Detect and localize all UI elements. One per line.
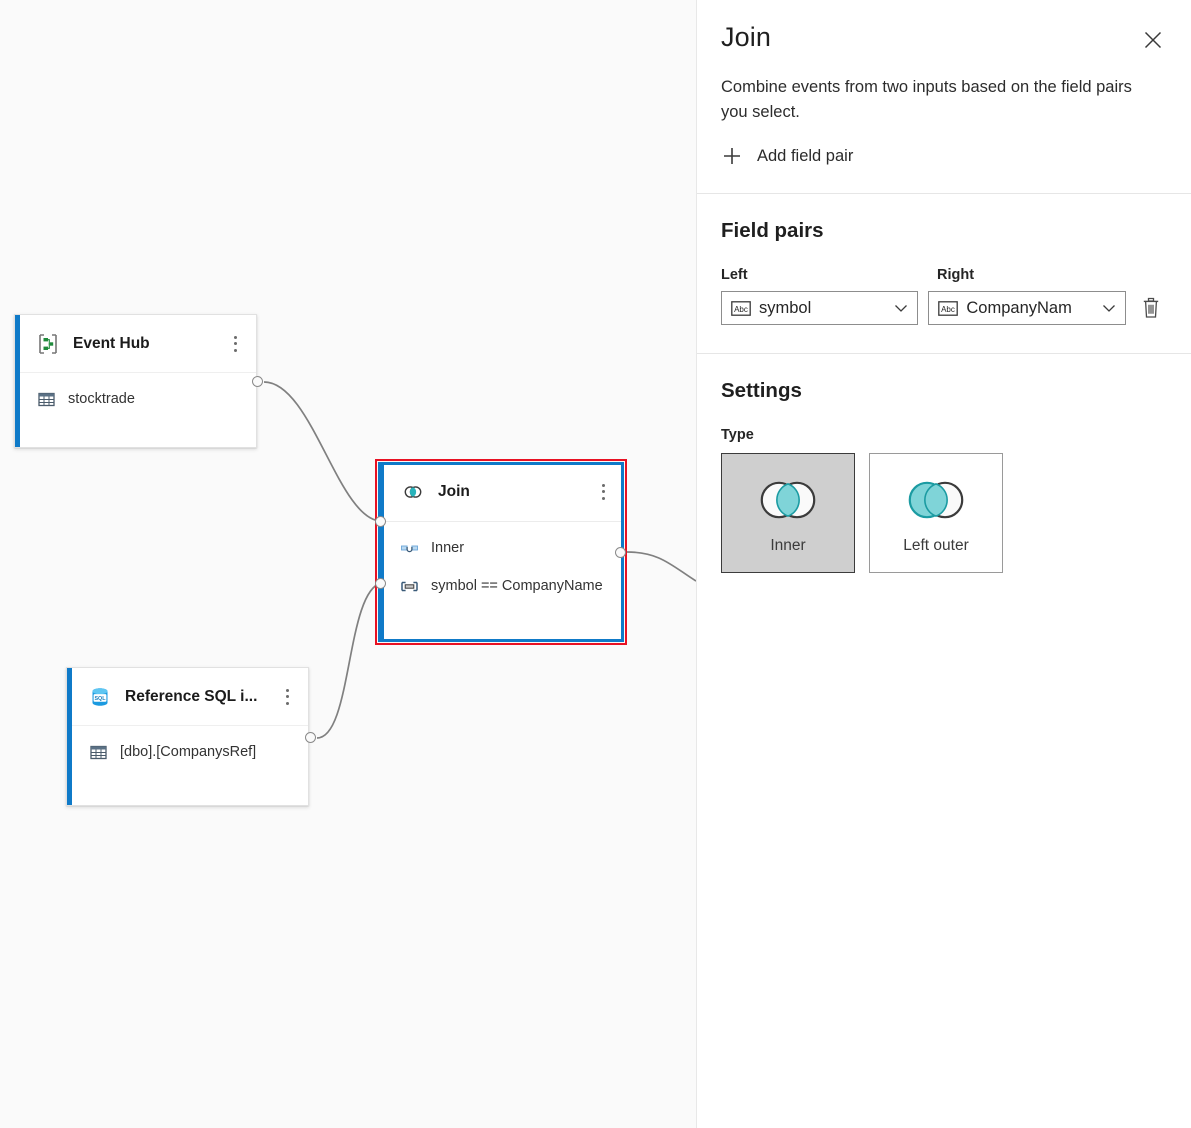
svg-text:Abc: Abc [941, 304, 955, 313]
node-reference-sql[interactable]: SQL Reference SQL i... [dbo].[CompanysRe… [66, 667, 309, 806]
node-title: Event Hub [73, 334, 150, 352]
node-accent-bar [378, 462, 384, 642]
svg-text:SQL: SQL [94, 695, 106, 701]
node-row-label: Inner [431, 540, 465, 556]
add-field-pair-button[interactable]: Add field pair [721, 145, 1167, 171]
node-row: [dbo].[CompanysRef] [67, 733, 308, 771]
node-row-label: [dbo].[CompanysRef] [120, 744, 257, 760]
node-menu-button[interactable] [224, 332, 246, 356]
port-eventhub-output[interactable] [252, 376, 263, 387]
field-pairs-headers: Left Right [721, 267, 1167, 283]
close-button[interactable] [1133, 20, 1173, 60]
node-accent-bar [15, 315, 20, 447]
port-join-input-left[interactable] [375, 516, 386, 527]
node-accent-bar [67, 668, 72, 805]
right-field-dropdown[interactable]: Abc CompanyNam [928, 291, 1126, 325]
node-body: stocktrade [15, 373, 256, 425]
node-header: SQL Reference SQL i... [67, 668, 308, 726]
panel-divider [697, 193, 1191, 194]
node-header: Join [378, 462, 624, 522]
right-field-value: CompanyNam [966, 298, 1072, 317]
panel-title: Join [721, 22, 771, 52]
port-join-input-right[interactable] [375, 578, 386, 589]
node-join[interactable]: Join Inner [378, 462, 624, 642]
field-pairs-title: Field pairs [721, 219, 824, 242]
field-pair-icon [401, 581, 418, 591]
node-row-label: symbol == CompanyName [431, 578, 603, 594]
node-menu-button[interactable] [276, 685, 298, 709]
table-icon [90, 745, 107, 759]
table-icon [38, 392, 55, 406]
node-row: stocktrade [15, 380, 256, 418]
node-menu-button[interactable] [592, 480, 614, 504]
type-option-label: Left outer [903, 537, 969, 554]
pipeline-canvas[interactable]: Event Hub stocktrade [0, 0, 696, 1128]
port-refsql-output[interactable] [305, 732, 316, 743]
venn-inner-icon [760, 481, 816, 519]
plus-icon [724, 148, 740, 164]
node-event-hub[interactable]: Event Hub stocktrade [14, 314, 257, 448]
node-header: Event Hub [15, 315, 256, 373]
type-label: Type [721, 427, 754, 443]
node-join-container[interactable]: Join Inner [375, 459, 627, 645]
abc-string-icon: Abc [731, 300, 751, 316]
node-title: Join [438, 482, 470, 500]
right-column-header: Right [937, 267, 975, 283]
add-field-pair-label: Add field pair [757, 146, 854, 165]
node-row-join-type: Inner [378, 529, 624, 567]
node-row-label: stocktrade [68, 391, 135, 407]
join-venn-icon [404, 485, 422, 498]
sql-database-icon: SQL [92, 687, 108, 706]
node-body: [dbo].[CompanysRef] [67, 726, 308, 778]
chevron-down-icon [1102, 305, 1115, 312]
node-row-condition: symbol == CompanyName [378, 567, 624, 605]
field-pairs-section: Field pairs Left Right Abc symbol [697, 194, 1191, 325]
type-option-label: Inner [770, 537, 806, 554]
node-body: Inner symbol == CompanyName [378, 522, 624, 612]
panel-description: Combine events from two inputs based on … [721, 78, 1132, 121]
svg-text:Abc: Abc [734, 304, 748, 313]
type-option-left-outer[interactable]: Left outer [869, 453, 1003, 573]
join-properties-panel: Join Combine events from two inputs base… [696, 0, 1191, 1128]
node-title: Reference SQL i... [125, 687, 258, 705]
type-option-inner[interactable]: Inner [721, 453, 855, 573]
panel-divider [697, 353, 1191, 354]
left-field-dropdown[interactable]: Abc symbol [721, 291, 919, 325]
left-field-value: symbol [759, 298, 812, 317]
event-hub-icon [39, 333, 57, 354]
connection-edges [263, 381, 696, 739]
port-join-output[interactable] [615, 547, 626, 558]
settings-section: Settings Type Inner [697, 354, 1191, 573]
venn-left-outer-icon [908, 481, 964, 519]
settings-title: Settings [721, 379, 802, 402]
join-type-icon [401, 545, 418, 552]
left-column-header: Left [721, 267, 748, 283]
chevron-down-icon [895, 305, 908, 312]
abc-string-icon: Abc [938, 300, 959, 316]
delete-field-pair-button[interactable] [1135, 291, 1167, 325]
trash-icon [1143, 297, 1159, 318]
join-type-options: Inner Left outer [721, 453, 1167, 573]
field-pair-row: Abc symbol Abc CompanyNam [721, 291, 1167, 325]
close-icon [1144, 31, 1162, 49]
